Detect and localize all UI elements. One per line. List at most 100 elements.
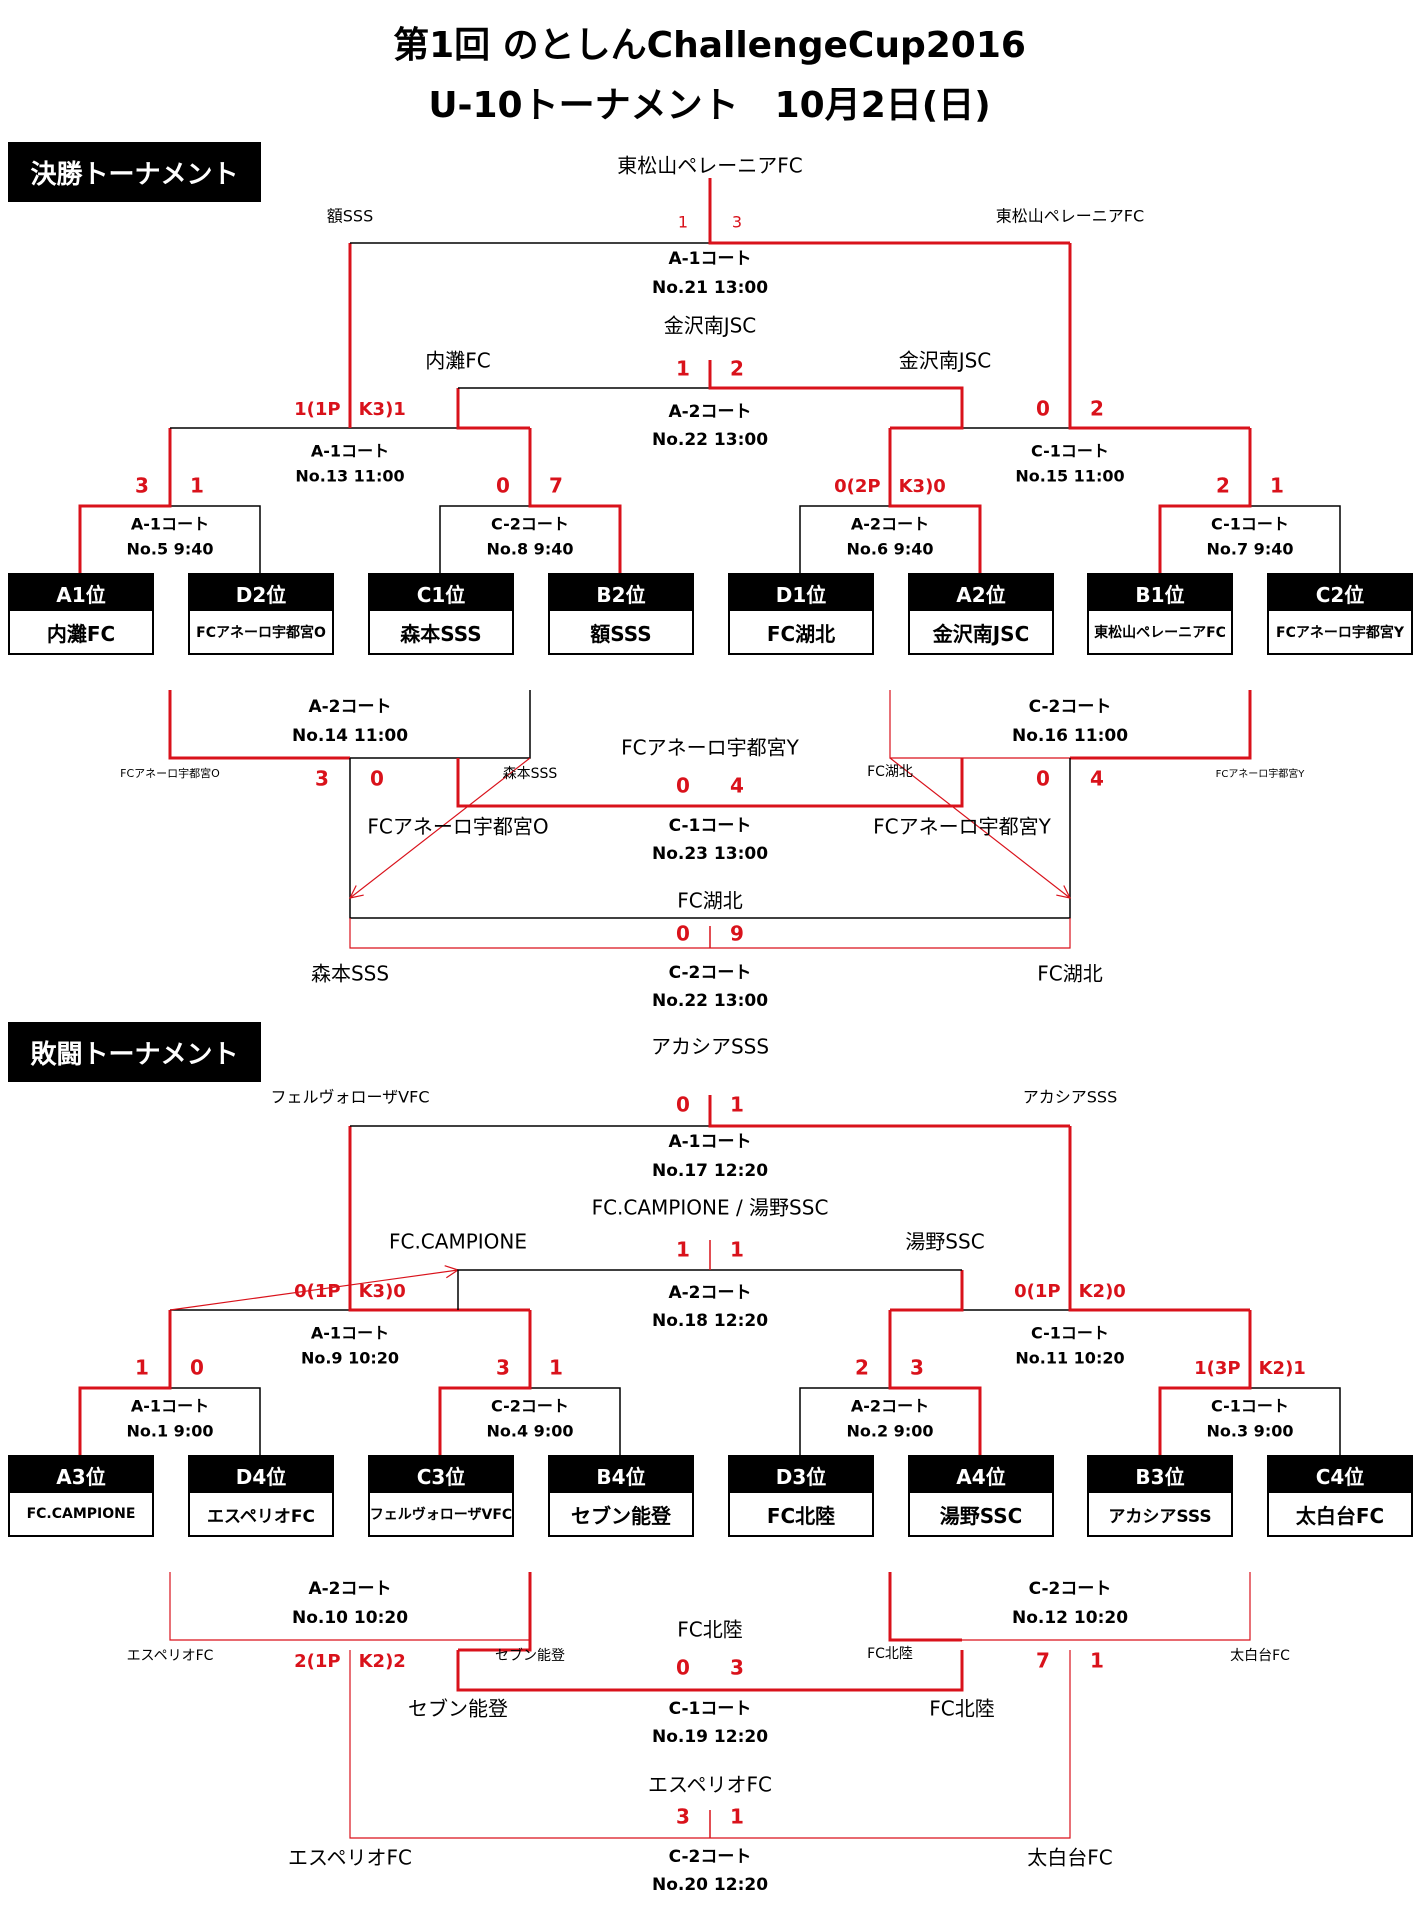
match-time: No.22 13:00 — [652, 430, 768, 450]
c-r1-winner-path-1 — [78, 1310, 172, 1455]
team-label: アカシアSSS — [1023, 1088, 1117, 1107]
match-time: No.20 12:20 — [652, 1875, 768, 1895]
team-seed: C4位 — [1269, 1457, 1411, 1493]
team-name: エスペリオFC — [207, 1506, 315, 1527]
match-court: C-2コート — [491, 1397, 569, 1416]
champion-name: アカシアSSS — [651, 1035, 769, 1059]
winner-name: FC北陸 — [677, 1618, 742, 1642]
match-court: A-1コート — [311, 442, 389, 461]
team-label: 東松山ペレーニアFC — [996, 207, 1144, 226]
team-label: FC湖北 — [867, 764, 913, 780]
team-seed: C2位 — [1269, 575, 1411, 611]
team-seed: C3位 — [370, 1457, 512, 1493]
team-label: FCアネーロ宇都宮O — [367, 815, 548, 839]
score: 3 — [732, 213, 742, 232]
score: 0 — [1036, 767, 1050, 791]
team-seed: B4位 — [550, 1457, 692, 1493]
team-label: 森本SSS — [503, 766, 558, 782]
winner-name: FCアネーロ宇都宮Y — [621, 736, 799, 760]
lower-winner-path-1 — [168, 690, 350, 760]
c-semi-bracket — [457, 1269, 962, 1310]
lower-third-bracket — [349, 758, 1071, 919]
score: 1 — [676, 1238, 690, 1262]
consolation-team-box: B3位アカシアSSS — [1087, 1455, 1233, 1537]
c-loser-arrow — [169, 1269, 459, 1311]
score: 3 — [910, 1356, 924, 1380]
score: 2 — [1216, 474, 1230, 498]
match-time: No.4 9:00 — [487, 1422, 574, 1441]
winner-name: 金沢南JSC — [664, 314, 757, 338]
score: 0(1P K3)0 — [294, 1281, 406, 1302]
score: 3 — [135, 474, 149, 498]
match-court: A-2コート — [851, 1397, 929, 1416]
match-court: A-2コート — [851, 515, 929, 534]
team-label: 金沢南JSC — [899, 349, 992, 373]
score: 1 — [730, 1238, 744, 1262]
team-label: FC湖北 — [1037, 962, 1102, 986]
c-r1-winner-path-3 — [888, 1310, 982, 1455]
loser-arrow-left — [349, 757, 531, 899]
semi-winner-path — [708, 360, 964, 428]
match-court: A-1コート — [668, 1132, 751, 1152]
team-name: 湯野SSC — [939, 1503, 1023, 1528]
match-court: A-1コート — [668, 249, 751, 269]
score: 7 — [549, 474, 563, 498]
team-name: 額SSS — [590, 621, 652, 646]
score: 1 — [1270, 474, 1284, 498]
r2-winner-path-2b — [1068, 243, 1250, 430]
team-label: FCアネーロ宇都宮Y — [1216, 767, 1306, 780]
score: 1 — [730, 1805, 744, 1829]
team-name: 金沢南JSC — [932, 621, 1030, 646]
c-final-winner-path — [708, 1095, 1070, 1128]
score: 0 — [370, 767, 384, 791]
match-time: No.3 9:00 — [1207, 1422, 1294, 1441]
c-r1-winner-path-4 — [1158, 1310, 1252, 1455]
team-label: フェルヴォローザVFC — [270, 1088, 429, 1107]
match-time: No.12 10:20 — [1012, 1608, 1128, 1628]
score: 0 — [496, 474, 510, 498]
match-court: A-2コート — [668, 1283, 751, 1303]
consolation-team-box: C3位フェルヴォローザVFC — [368, 1455, 514, 1537]
team-name: セブン能登 — [571, 1503, 671, 1528]
score: 1 — [135, 1356, 149, 1380]
team-name: FC.CAMPIONE — [26, 1506, 136, 1522]
winner-name: エスペリオFC — [648, 1773, 772, 1797]
team-label: 内灘FC — [425, 349, 490, 373]
match-court: C-1コート — [1031, 1324, 1109, 1343]
page-title: 第1回 のとしんChallengeCup2016 — [393, 25, 1026, 66]
match-time: No.10 10:20 — [292, 1608, 408, 1628]
team-seed: D3位 — [730, 1457, 872, 1493]
score: 4 — [730, 774, 744, 798]
match-time: No.15 11:00 — [1015, 467, 1124, 486]
page-subtitle: U-10トーナメント 10月2日(日) — [428, 85, 991, 126]
r1-winner-path-1 — [78, 428, 172, 573]
team-label: 額SSS — [327, 207, 373, 226]
consolation-team-box: D4位エスペリオFC — [188, 1455, 334, 1537]
team-label: FCアネーロ宇都宮O — [120, 766, 220, 780]
match-time: No.13 11:00 — [295, 467, 404, 486]
match-time: No.6 9:40 — [847, 540, 934, 559]
champion-name: 東松山ペレーニアFC — [617, 154, 802, 178]
team-label: セブン能登 — [408, 1697, 508, 1721]
final-team-box: A1位内灘FC — [8, 573, 154, 655]
lower-semi-winner-path — [456, 758, 964, 808]
score: 0 — [1036, 397, 1050, 421]
team-seed: D2位 — [190, 575, 332, 611]
team-label: エスペリオFC — [127, 1648, 214, 1664]
match-time: No.18 12:20 — [652, 1311, 768, 1331]
team-seed: C1位 — [370, 575, 512, 611]
score: 1 — [1090, 1649, 1104, 1673]
final-team-box: A2位金沢南JSC — [908, 573, 1054, 655]
score: 1(1P K3)1 — [294, 399, 406, 420]
match-time: No.22 13:00 — [652, 991, 768, 1011]
score: 3 — [730, 1656, 744, 1680]
team-seed: B3位 — [1089, 1457, 1231, 1493]
score: 1 — [730, 1093, 744, 1117]
lower-winner-path-2 — [1070, 690, 1252, 760]
winner-name: FC湖北 — [677, 889, 742, 913]
match-time: No.14 11:00 — [292, 726, 408, 746]
